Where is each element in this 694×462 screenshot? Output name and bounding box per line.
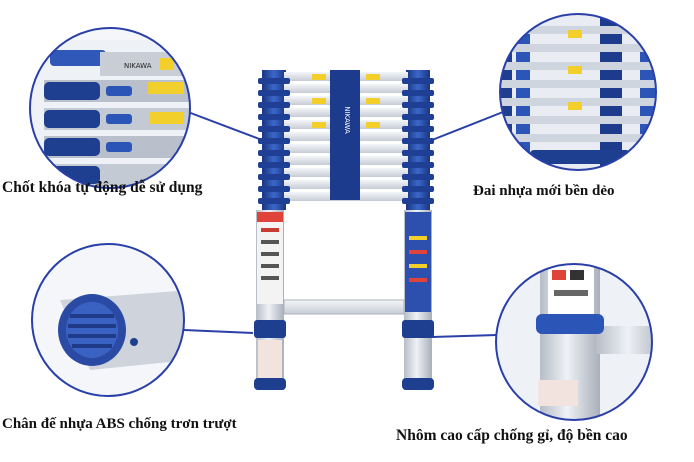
foot-cap-icon: [254, 378, 286, 390]
telescopic-ladder: NIKAWA: [254, 70, 434, 390]
caption-aluminum: Nhôm cao cấp chống gỉ, độ bền cao: [396, 427, 628, 444]
svg-text:NIKAWA: NIKAWA: [124, 62, 152, 70]
caption-auto-lock: Chốt khóa tự động dễ sử dụng: [2, 179, 203, 196]
caption-plastic-band: Đai nhựa mới bền dẻo: [473, 183, 615, 199]
detail-lock-latch: NIKAWA: [29, 27, 191, 189]
brand-mark: NIKAWA: [343, 106, 351, 134]
detail-aluminum-joint: [495, 263, 653, 421]
lock-latch-icon: [50, 50, 106, 66]
caption-abs-foot: Chân đế nhựa ABS chống trơn trượt: [2, 416, 237, 432]
callout-lines: [183, 111, 504, 338]
detail-abs-foot: [31, 243, 185, 397]
detail-plastic-band: [499, 13, 657, 171]
warning-label-icon: [312, 74, 326, 80]
